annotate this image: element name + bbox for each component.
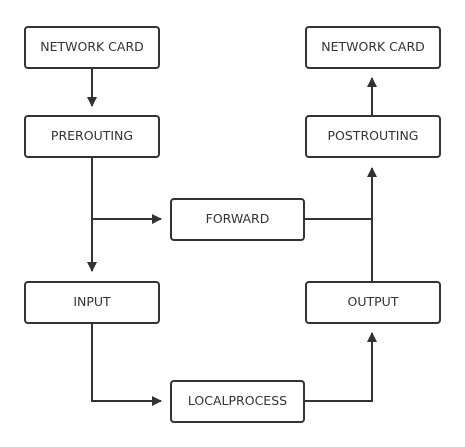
edge-localprocess-to-output bbox=[305, 332, 377, 402]
node-network-card-out-label: NETWORK CARD bbox=[321, 39, 425, 55]
node-forward-label: FORWARD bbox=[205, 211, 270, 227]
node-input-label: INPUT bbox=[73, 294, 111, 310]
node-prerouting-label: PREROUTING bbox=[50, 128, 134, 144]
node-network-card-in: NETWORK CARD bbox=[24, 26, 160, 69]
node-prerouting: PREROUTING bbox=[24, 115, 160, 158]
node-input: INPUT bbox=[24, 281, 160, 324]
node-output-label: OUTPUT bbox=[347, 294, 399, 310]
node-network-card-in-label: NETWORK CARD bbox=[40, 39, 144, 55]
node-localprocess: LOCALPROCESS bbox=[170, 380, 305, 423]
node-localprocess-label: LOCALPROCESS bbox=[187, 393, 288, 409]
node-network-card-out: NETWORK CARD bbox=[305, 26, 441, 69]
node-postrouting-label: POSTROUTING bbox=[327, 128, 419, 144]
node-output: OUTPUT bbox=[305, 281, 441, 324]
edge-input-to-localprocess bbox=[91, 323, 162, 406]
node-forward: FORWARD bbox=[170, 198, 305, 241]
node-postrouting: POSTROUTING bbox=[305, 115, 441, 158]
